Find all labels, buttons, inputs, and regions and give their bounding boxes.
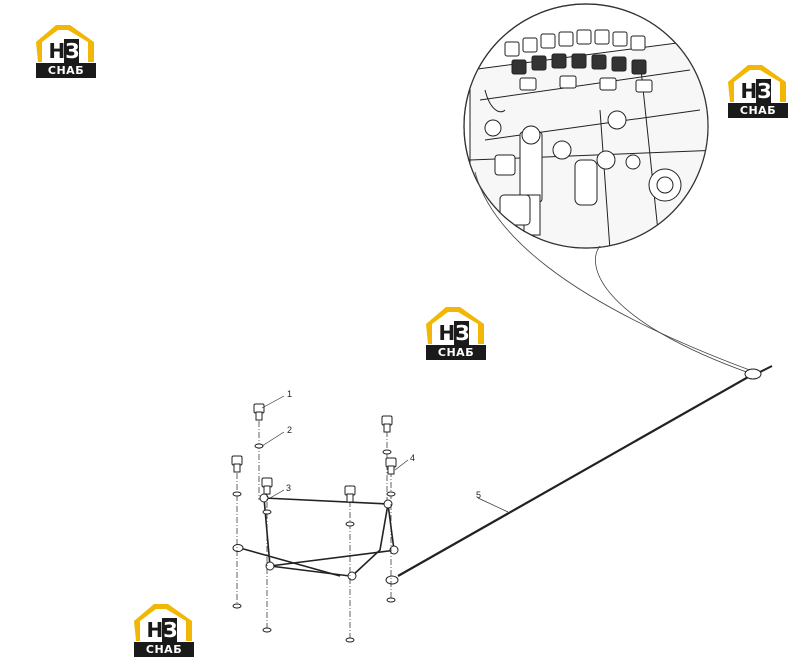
- watermark-logo: HЗ СНАБ: [132, 601, 196, 659]
- callout-3: 3: [286, 483, 291, 493]
- callout-1: 1: [287, 389, 292, 399]
- watermark-text: СНАБ: [426, 345, 486, 360]
- detail-magnifier: [463, 3, 756, 375]
- bolts-and-washers: [231, 403, 397, 643]
- injector-fittings: [504, 29, 653, 93]
- watermark-logo: HЗ СНАБ: [726, 62, 790, 120]
- watermark-logo: HЗ СНАБ: [34, 22, 98, 80]
- callout-4: 4: [410, 453, 415, 463]
- watermark-logo: HЗ СНАБ: [424, 304, 488, 362]
- watermark-letters: HЗ: [740, 79, 771, 103]
- callout-2: 2: [287, 425, 292, 435]
- valve-assembly: [484, 89, 682, 236]
- tube-assembly: [232, 493, 399, 581]
- watermark-letters: HЗ: [48, 39, 79, 63]
- watermark-text: СНАБ: [36, 63, 96, 78]
- watermark-text: СНАБ: [728, 103, 788, 118]
- watermark-letters: HЗ: [438, 321, 469, 345]
- fuel-line-part-5: [385, 365, 773, 585]
- watermark-letters: HЗ: [146, 618, 177, 642]
- watermark-text: СНАБ: [134, 642, 194, 657]
- callout-5: 5: [476, 490, 481, 500]
- callout-leaders: [261, 395, 509, 513]
